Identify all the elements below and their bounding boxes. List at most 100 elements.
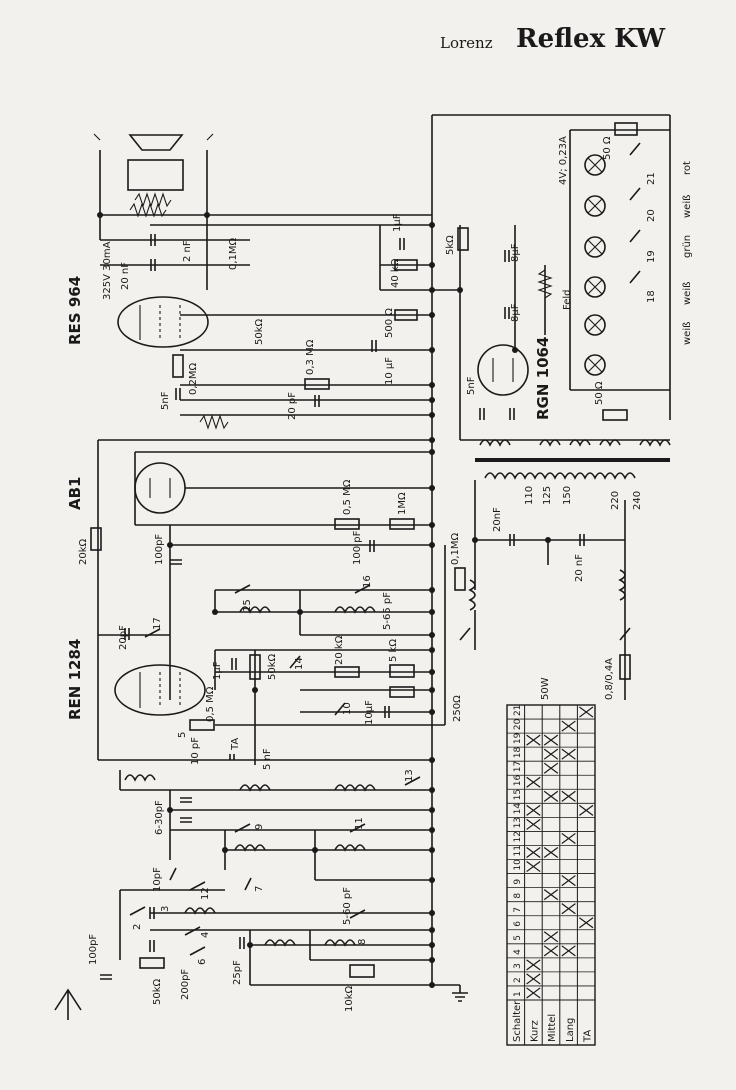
table-column-number: 8 xyxy=(513,893,523,899)
label-sw10: 10 xyxy=(342,702,353,715)
table-cross-mark xyxy=(543,889,559,901)
table-cross-mark xyxy=(543,790,559,802)
label-r-05m-b: 0,5 MΩ xyxy=(205,686,216,722)
label-sw11: 11 xyxy=(354,817,365,830)
label-r-50k-mid: 50kΩ xyxy=(267,653,278,680)
label-r-50-lamp: 50 Ω xyxy=(602,136,613,160)
table-column-number: 2 xyxy=(513,977,523,983)
tube-label-rgn1064: RGN 1064 xyxy=(534,337,552,420)
label-r-01m: 0,1MΩ xyxy=(228,237,239,270)
label-r-40k: 40 kΩ xyxy=(390,258,401,288)
table-cross-mark xyxy=(526,861,541,873)
coils xyxy=(124,202,671,947)
label-c-1uf-mid: 1μF xyxy=(212,661,223,680)
tube-label-ren1284: REN 1284 xyxy=(66,639,84,720)
label-power-50w: 50W xyxy=(540,677,551,700)
table-row-label: Lang xyxy=(565,1018,576,1042)
label-c-100pf-ant: 100pF xyxy=(88,934,99,965)
table-row-label: Kurz xyxy=(530,1020,541,1042)
table-cross-mark xyxy=(561,748,576,760)
label-r-02m: 0,2MΩ xyxy=(188,362,199,395)
table-column-number: 1 xyxy=(513,991,523,997)
label-r-50-b: 50 Ω xyxy=(594,381,605,405)
label-c-8uf-a: 8μF xyxy=(510,243,521,262)
label-sw15: 15 xyxy=(242,599,253,612)
table-column-number: 16 xyxy=(513,775,523,787)
label-c-20pf-b: 20pF xyxy=(118,625,129,650)
switch-position-table: Schalter12345678910111213141516171819202… xyxy=(506,704,596,1046)
label-sw6: 6 xyxy=(197,959,208,965)
label-supply: 325V 30mA xyxy=(102,241,113,300)
label-c-5nf-b: 5nF xyxy=(466,376,477,395)
table-column-number: 3 xyxy=(513,963,523,969)
capacitors xyxy=(100,234,585,980)
label-c-1uf: 1μF xyxy=(392,213,403,232)
label-r-500: 500 Ω xyxy=(384,308,395,338)
table-column-number: 12 xyxy=(513,831,523,842)
tube-label-res964: RES 964 xyxy=(66,276,84,345)
label-sw7: 7 xyxy=(254,886,265,892)
table-column-number: 19 xyxy=(513,732,523,744)
label-tap-110: 110 xyxy=(524,486,535,505)
table-cross-mark xyxy=(579,917,594,929)
table-column-number: 6 xyxy=(513,921,523,927)
label-r-50k: 50kΩ xyxy=(254,318,265,345)
label-sw21: 21 xyxy=(646,172,657,185)
table-column-number: 20 xyxy=(513,718,523,730)
label-c-200pf: 200pF xyxy=(180,969,191,1000)
label-tap-220: 220 xyxy=(610,491,621,510)
label-tap-240: 240 xyxy=(632,491,643,510)
label-r-250: 250Ω xyxy=(452,695,463,722)
label-sw4: 4 xyxy=(200,932,211,938)
table-cross-mark xyxy=(526,804,541,816)
label-sw2: 2 xyxy=(132,924,143,930)
label-c-25pf: 25pF xyxy=(232,960,243,985)
antenna-icon xyxy=(54,988,82,1020)
table-cross-mark xyxy=(526,846,541,859)
tube-label-ab1: AB1 xyxy=(66,477,84,510)
table-column-number: 21 xyxy=(513,705,523,716)
wiring xyxy=(97,114,671,986)
tube-rgn1064-icon xyxy=(477,344,529,396)
label-sw17: 17 xyxy=(152,617,163,630)
table-cross-mark xyxy=(543,931,559,943)
table-header-label: Schalter xyxy=(512,1000,523,1042)
table-row-label: Mittel xyxy=(547,1014,558,1042)
label-r-5k: 5kΩ xyxy=(445,235,456,255)
tube-ren1284-icon xyxy=(114,664,206,716)
label-c-20nf-b: 20 nF xyxy=(574,554,585,582)
table-cross-mark xyxy=(579,804,594,816)
label-lamp-spec: 4V; 0,23A xyxy=(558,136,569,185)
component-labels: 325V 30mA 2 nF 20 nF 0,1MΩ 50kΩ 1μF 5kΩ … xyxy=(78,136,693,1012)
label-color-rot: rot xyxy=(682,161,693,175)
label-r-03m: 0,3 MΩ xyxy=(305,339,316,375)
label-sw3: 3 xyxy=(160,906,171,912)
table-cross-mark xyxy=(561,875,576,887)
label-r-05m: 0,5 MΩ xyxy=(342,479,353,515)
table-cross-mark xyxy=(526,973,541,985)
label-c-8uf-b: 8μF xyxy=(510,303,521,322)
label-tap-150: 150 xyxy=(562,486,573,505)
label-sw16: 16 xyxy=(362,575,373,588)
table-cross-mark xyxy=(579,706,594,718)
label-c-20nf: 20 nF xyxy=(120,262,131,290)
label-r-1m: 1MΩ xyxy=(397,492,408,515)
table-column-number: 14 xyxy=(513,803,523,815)
table-column-number: 5 xyxy=(513,935,523,941)
label-sw14: 14 xyxy=(294,657,305,670)
table-column-number: 7 xyxy=(513,907,523,913)
table-cross-mark xyxy=(561,790,576,802)
label-sw13: 13 xyxy=(404,769,415,782)
label-r-01m-mid: 0,1MΩ xyxy=(450,532,461,565)
label-c-10uf: 10 μF xyxy=(384,357,395,385)
switch-contacts xyxy=(129,142,641,956)
label-c-5nf-c: 5 nF xyxy=(262,748,273,770)
label-c-560pf: 5-60 pF xyxy=(342,887,353,925)
label-color-weiss3: weiß xyxy=(682,322,693,345)
label-sw19: 19 xyxy=(646,250,657,263)
brand-name: Lorenz xyxy=(440,34,493,52)
label-c-20nf-mid: 20nF xyxy=(492,507,503,532)
table-cross-mark xyxy=(543,762,559,774)
